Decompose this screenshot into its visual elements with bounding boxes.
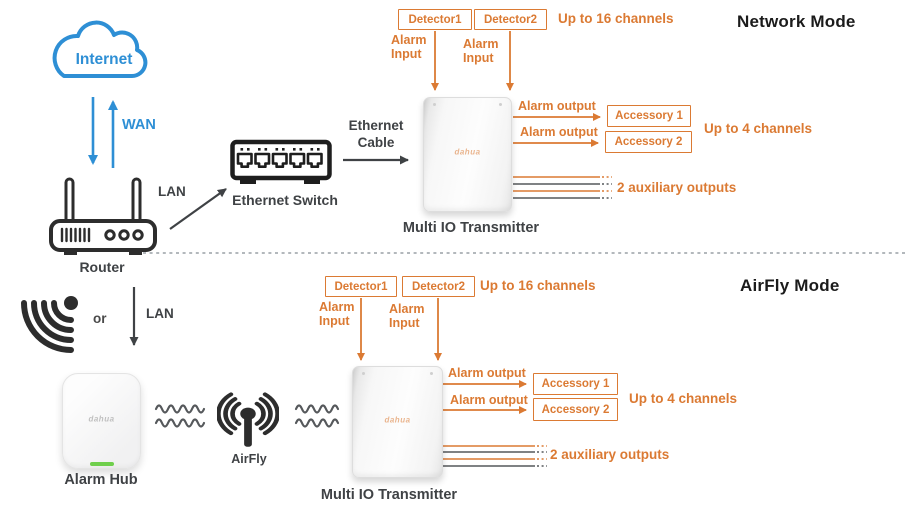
detector1-box-airfly: Detector1	[325, 276, 397, 297]
airfly-antenna-icon	[217, 392, 279, 447]
auxiliary-outputs-label-airfly: 2 auxiliary outputs	[550, 447, 670, 462]
alarm-input-label-airfly: Alarm Input	[319, 300, 355, 329]
detector2-box: Detector2	[474, 9, 547, 30]
network-mode-title: Network Mode	[737, 12, 856, 31]
airfly-label: AirFly	[231, 452, 267, 466]
multi-io-transmitter-device-airfly: dahua	[352, 366, 443, 478]
multi-io-transmitter-device: dahua	[423, 97, 512, 212]
auxiliary-outputs-label: 2 auxiliary outputs	[617, 180, 737, 195]
alarm-input-label: Alarm Input	[463, 37, 499, 66]
up-to-4-channels-label-airfly: Up to 4 channels	[629, 391, 738, 406]
multi-io-transmitter-label: Multi IO Transmitter	[402, 220, 540, 236]
accessory2-box-airfly: Accessory 2	[533, 398, 618, 421]
router-label: Router	[79, 259, 125, 275]
multi-io-transmitter-label-airfly: Multi IO Transmitter	[320, 487, 458, 503]
accessory1-box-airfly: Accessory 1	[533, 373, 618, 395]
dahua-logo: dahua	[88, 414, 115, 424]
ethernet-cable-label: Ethernet Cable	[348, 118, 404, 150]
internet-cloud-icon	[52, 20, 148, 78]
screw-dot	[433, 103, 436, 106]
ethernet-switch-icon	[230, 139, 332, 184]
screw-dot	[499, 103, 502, 106]
accessory2-box: Accessory 2	[605, 131, 692, 153]
wan-label: WAN	[122, 117, 156, 133]
screw-dot	[430, 372, 433, 375]
auxiliary-output-wires	[513, 176, 612, 199]
alarm-output-label-airfly: Alarm output	[450, 393, 528, 407]
wifi-icon	[21, 296, 78, 353]
alarm-hub-label: Alarm Hub	[64, 472, 138, 488]
up-to-16-channels-label: Up to 16 channels	[558, 11, 674, 26]
alarm-output-label: Alarm output	[520, 125, 598, 139]
detector2-box-airfly: Detector2	[402, 276, 475, 297]
ethernet-switch-label: Ethernet Switch	[232, 192, 338, 208]
alarm-hub-device: dahua	[62, 373, 141, 469]
router-icon	[49, 177, 157, 255]
lan-label-network: LAN	[158, 184, 186, 199]
up-to-4-channels-label: Up to 4 channels	[704, 121, 813, 136]
hub-status-led	[89, 462, 114, 466]
or-label: or	[93, 311, 107, 326]
internet-label: Internet	[75, 51, 133, 68]
alarm-input-label: Alarm Input	[391, 33, 427, 62]
alarm-output-label-airfly: Alarm output	[448, 366, 526, 380]
alarm-output-label: Alarm output	[518, 99, 596, 113]
screw-dot	[362, 372, 365, 375]
accessory1-box: Accessory 1	[607, 105, 691, 127]
dahua-logo: dahua	[454, 147, 481, 157]
alarm-input-label-airfly: Alarm Input	[389, 302, 425, 331]
up-to-16-channels-label-airfly: Up to 16 channels	[480, 278, 596, 293]
auxiliary-output-wires-airfly	[443, 445, 547, 467]
detector1-box: Detector1	[398, 9, 472, 30]
dahua-logo: dahua	[384, 415, 411, 425]
lan-label-airfly: LAN	[146, 306, 174, 321]
airfly-mode-title: AirFly Mode	[740, 276, 840, 295]
